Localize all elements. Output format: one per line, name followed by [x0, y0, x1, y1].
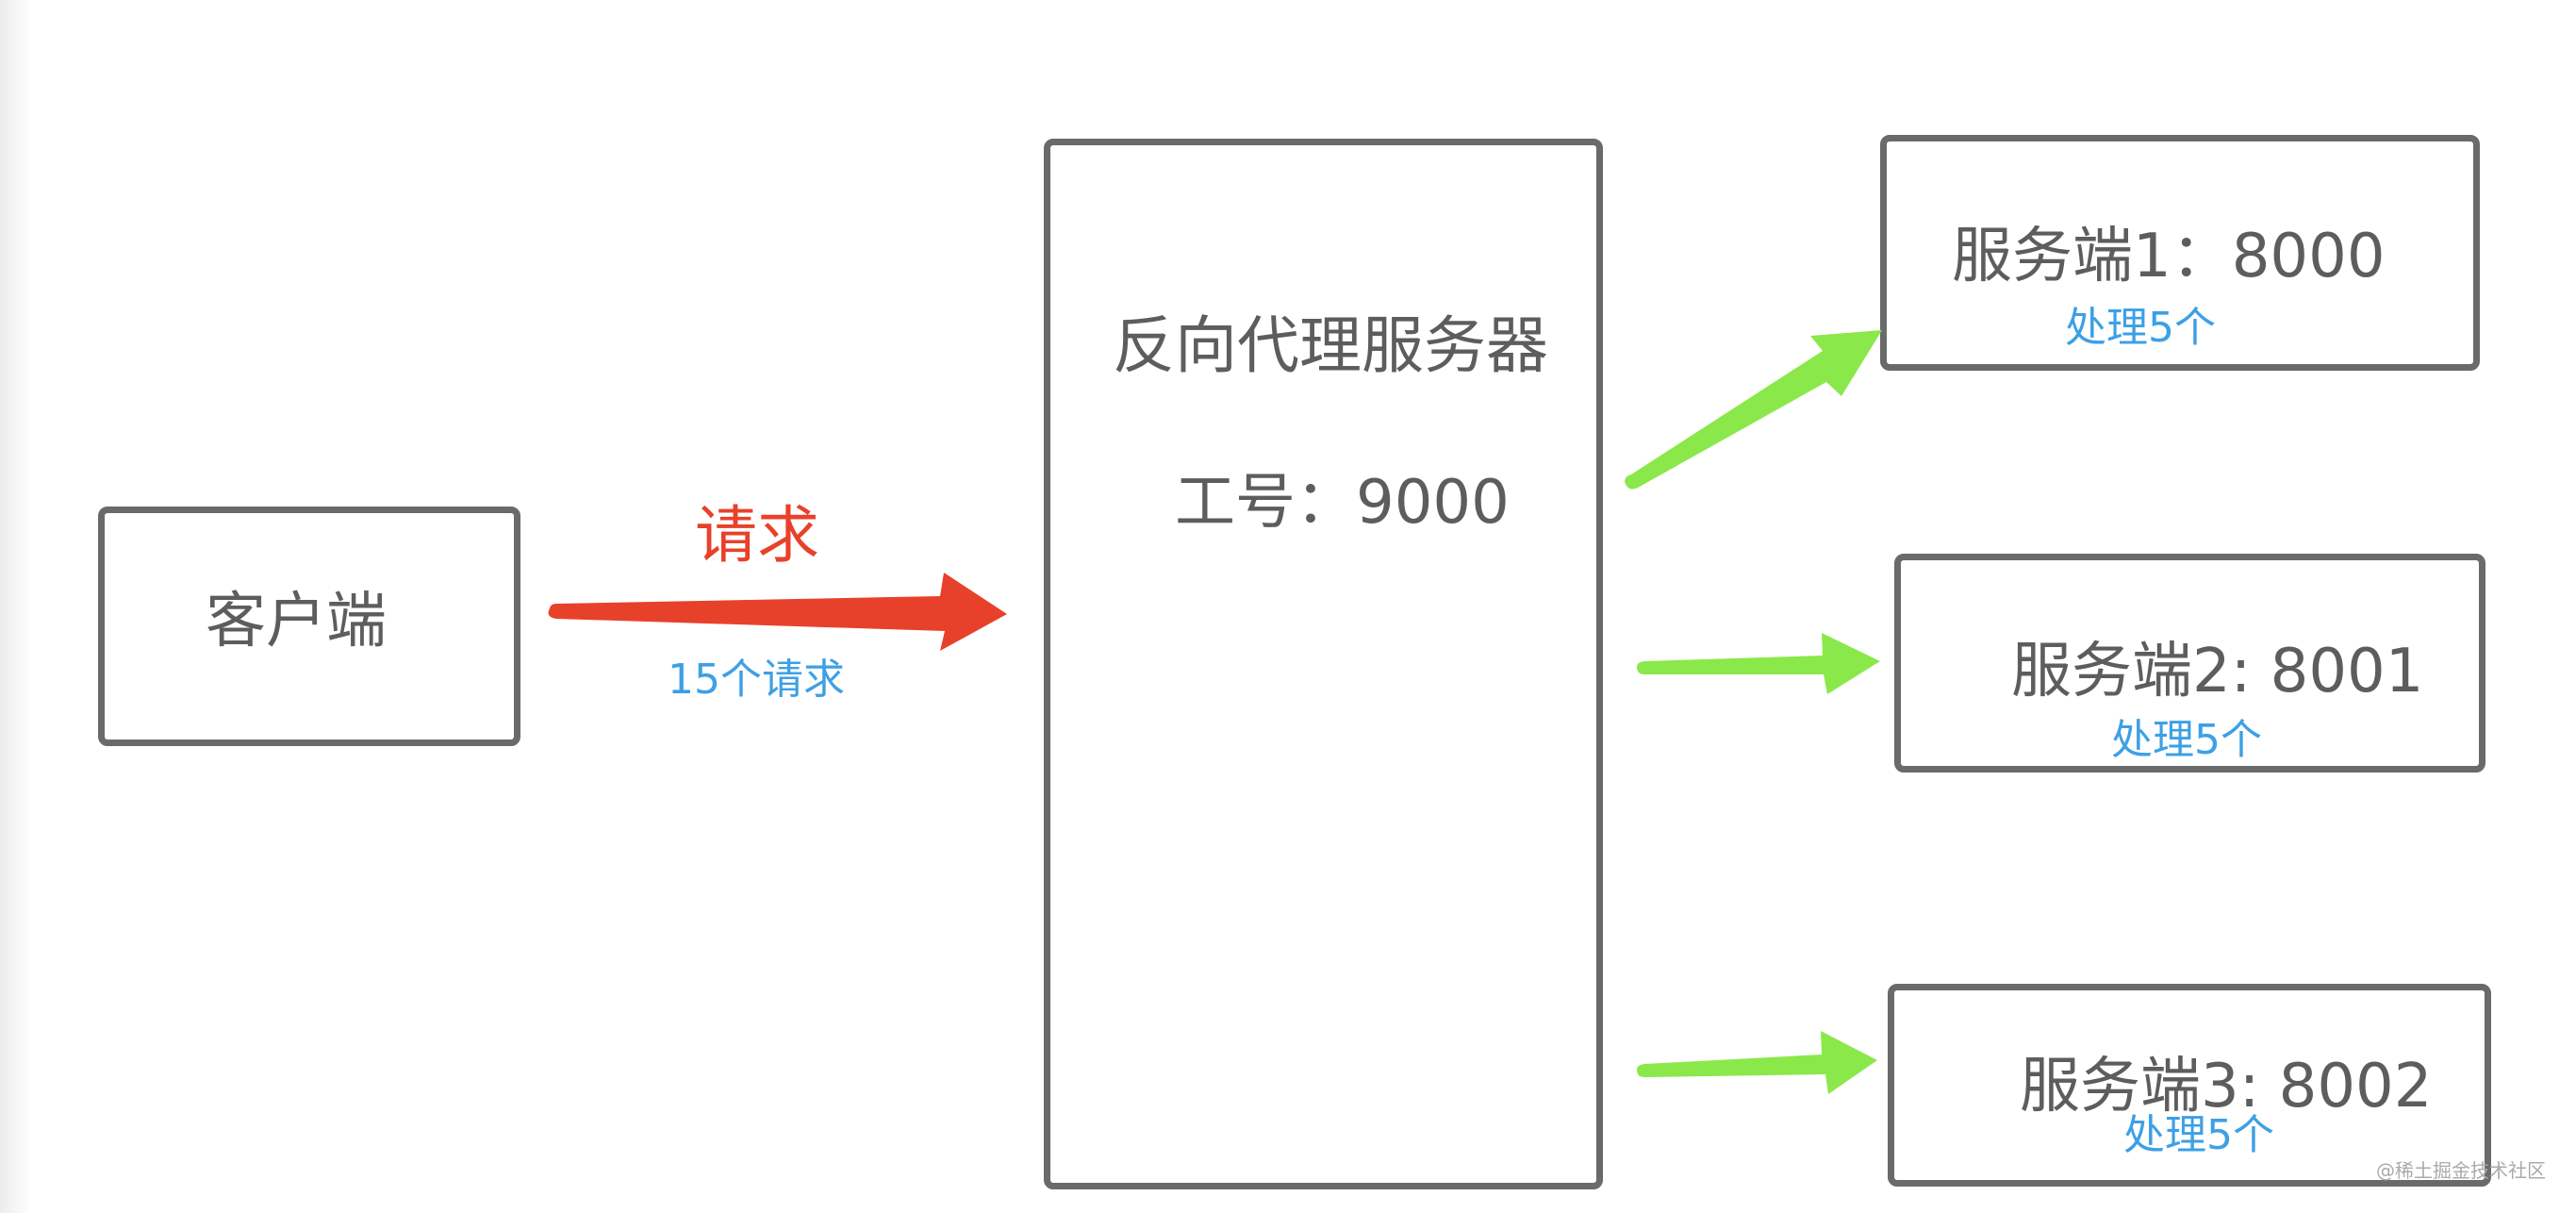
server-label-3: 服务端3: 8002 — [2020, 1052, 2433, 1122]
request-label: 请求 — [695, 499, 819, 572]
watermark: @稀土掘金技术社区 — [2376, 1159, 2546, 1182]
server-label-2: 服务端2: 8001 — [2011, 637, 2424, 706]
client-box — [98, 507, 520, 746]
server-load-2: 处理5个 — [2111, 716, 2262, 764]
server-load-1: 处理5个 — [2065, 304, 2216, 352]
forward-arrow-2 — [1637, 633, 1880, 694]
proxy-port-label: 工号：9000 — [1175, 468, 1510, 538]
server-box-1 — [1880, 135, 2480, 371]
request-count-label: 15个请求 — [668, 656, 845, 704]
left-edge-shadow — [0, 0, 32, 1213]
server-box-3 — [1888, 984, 2491, 1187]
client-label: 客户端 — [206, 587, 387, 656]
server-box-2 — [1894, 554, 2485, 773]
forward-arrow-3 — [1637, 1031, 1877, 1094]
server-load-3: 处理5个 — [2123, 1111, 2274, 1159]
server-label-1: 服务端1：8000 — [1952, 222, 2386, 291]
forward-arrow-1 — [1625, 330, 1882, 490]
proxy-server-box — [1044, 139, 1603, 1189]
request-arrow — [548, 573, 1007, 651]
proxy-title: 反向代理服务器 — [1113, 309, 1548, 382]
